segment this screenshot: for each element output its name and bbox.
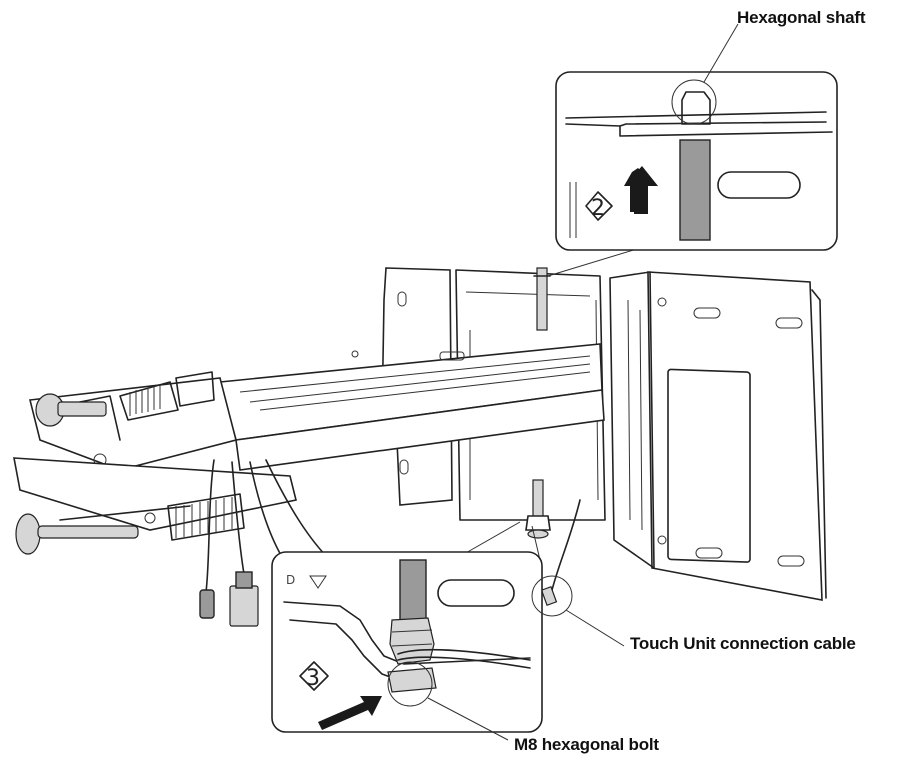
hexagonal-shaft-on-unit <box>533 267 551 331</box>
detail-inset-bottom: 3 D <box>271 551 543 741</box>
lower-clamp <box>13 457 297 555</box>
detail-inset-top: 2 <box>555 23 838 251</box>
m8-bolt-label: M8 hexagonal bolt <box>514 735 659 754</box>
front-mounting-plate <box>609 271 827 601</box>
extension-arm <box>218 343 605 471</box>
step-3-number: 3 <box>306 666 320 691</box>
cable-callout <box>531 575 625 647</box>
upper-clamp <box>29 371 237 471</box>
touch-unit-cable-label: Touch Unit connection cable <box>630 634 856 653</box>
bottom-bolt <box>525 479 551 539</box>
callout-line-top <box>547 247 641 277</box>
callout-line-bottom-2 <box>531 525 541 561</box>
step-2-number: 2 <box>591 196 605 221</box>
letter-d-mark: D <box>286 573 295 587</box>
hexagonal-shaft-label: Hexagonal shaft <box>737 8 866 27</box>
touch-unit-cable <box>540 499 581 606</box>
